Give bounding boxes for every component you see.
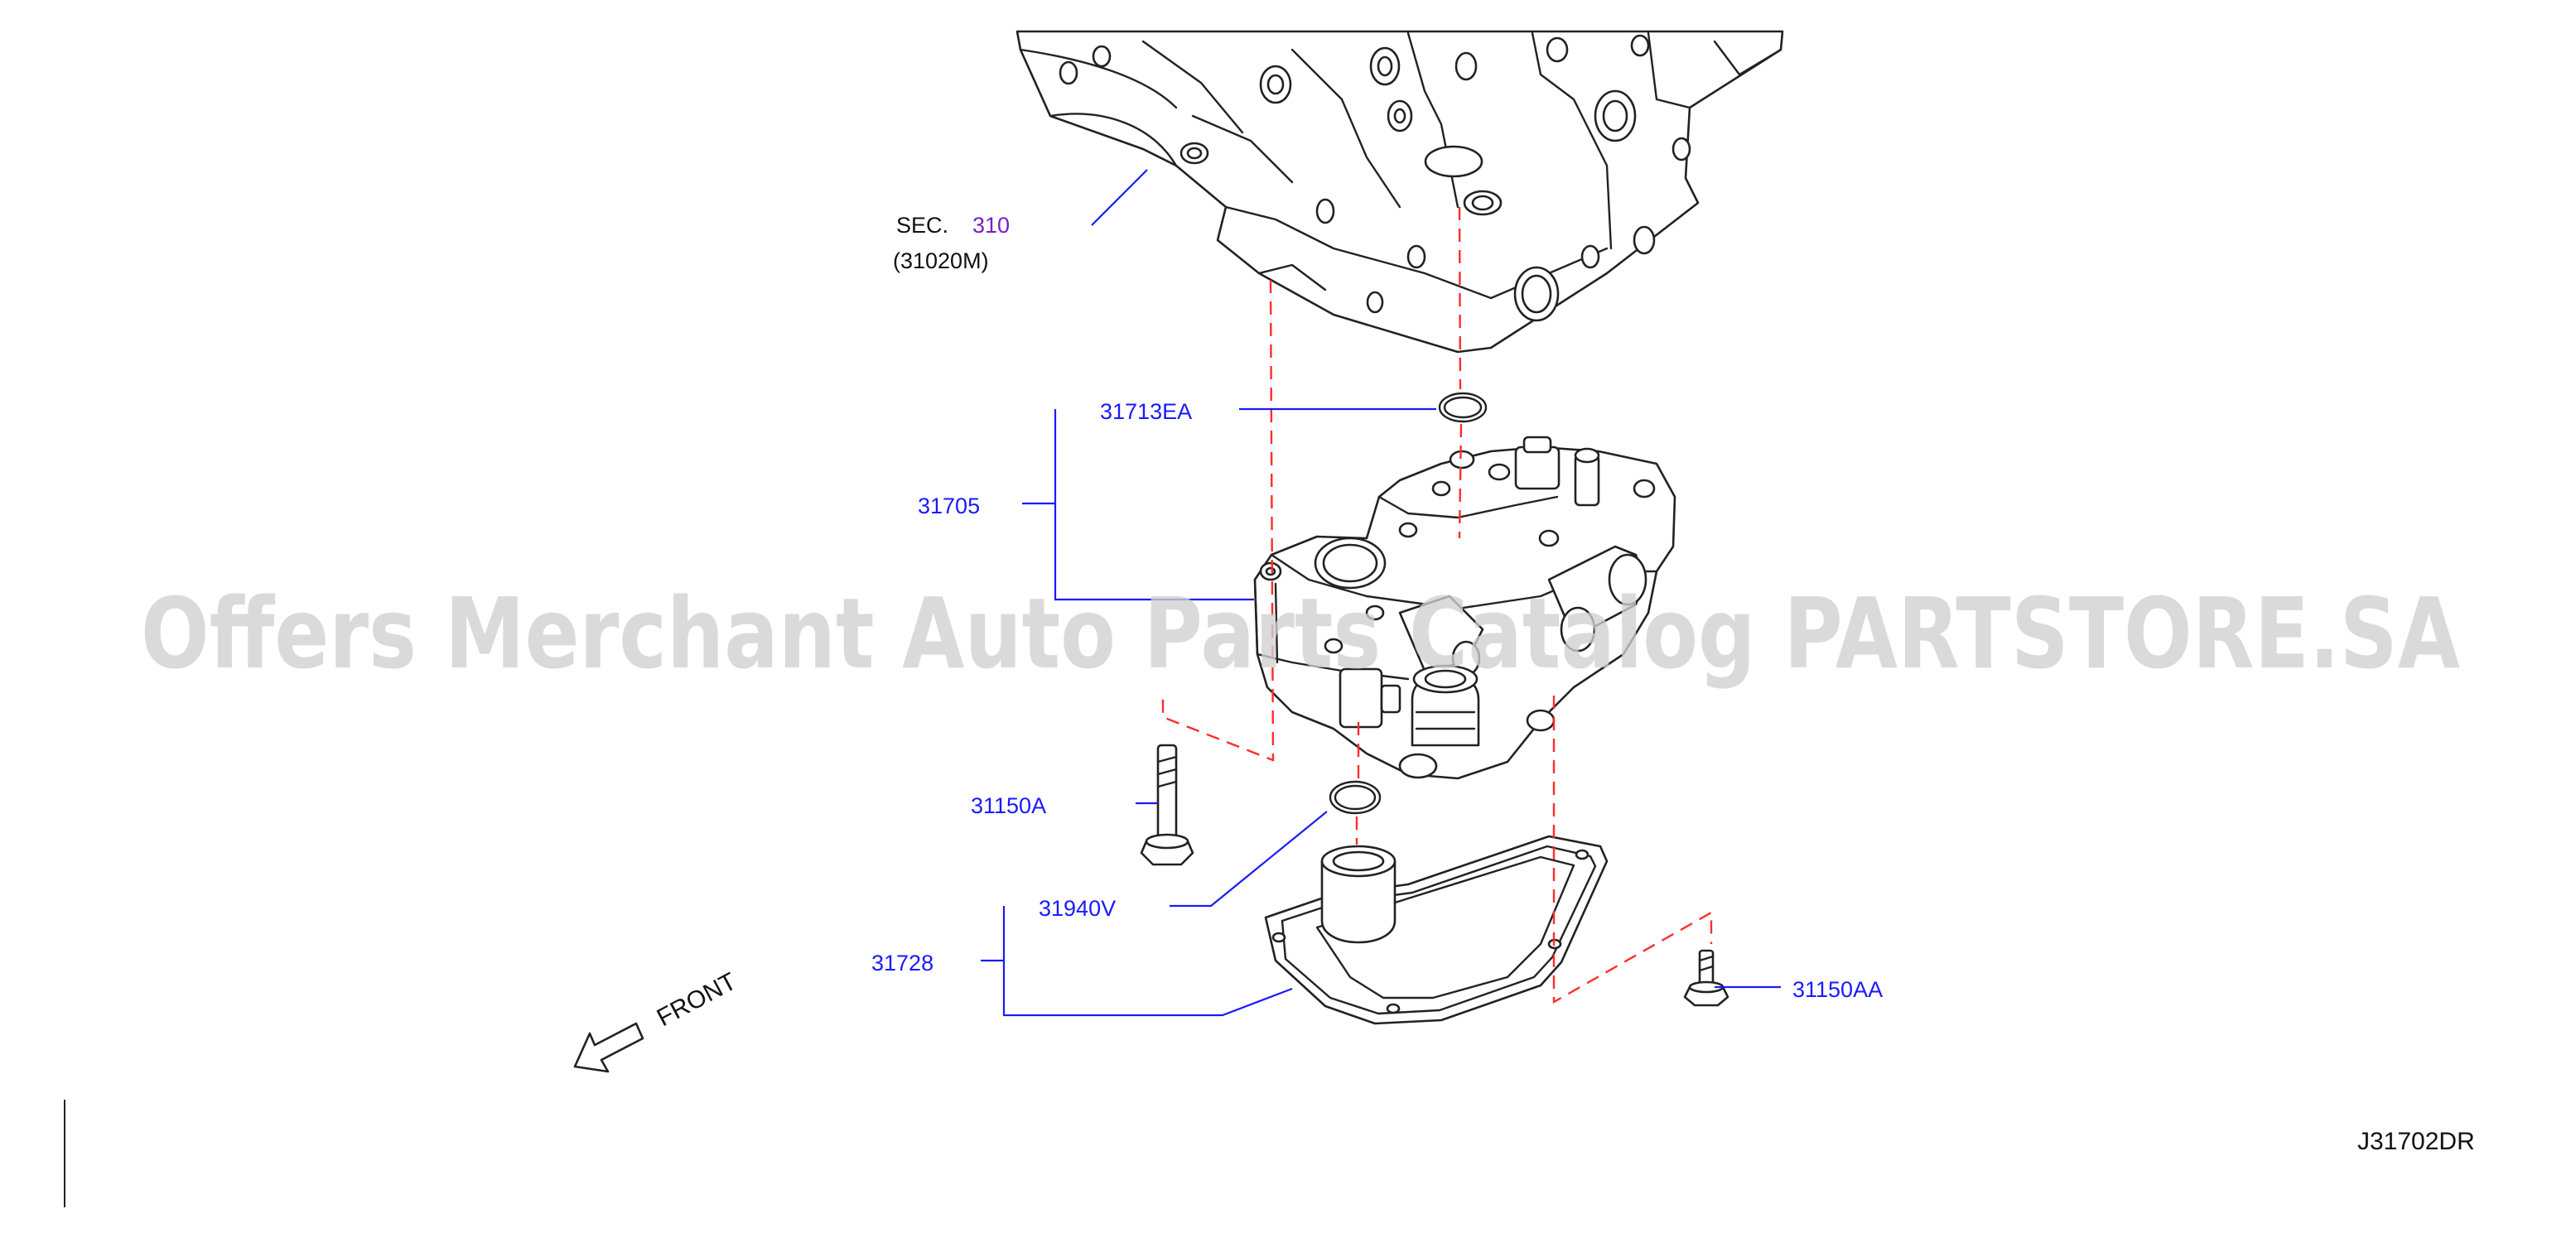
section-prefix: SEC. (896, 213, 948, 238)
watermark-text: Offers Merchant Auto Parts Catalog PARTS… (141, 576, 2460, 691)
o-ring-31940v-drawing (1329, 780, 1382, 815)
drawing-code: J31702DR (2357, 1128, 2475, 1155)
leader-lines (981, 169, 1781, 1017)
bolt-31150aa-drawing (1683, 949, 1729, 1007)
bolt-31150a-drawing (1140, 744, 1194, 866)
section-link-310[interactable]: 310 (972, 213, 1010, 238)
front-label: FRONT (653, 968, 741, 1033)
part-label-31728[interactable]: 31728 (871, 951, 933, 975)
transmission-case-drawing (1015, 30, 1784, 354)
part-label-31150a[interactable]: 31150A (971, 793, 1046, 818)
part-label-31713ea[interactable]: 31713EA (1100, 399, 1192, 424)
part-label-31705[interactable]: 31705 (918, 494, 980, 518)
oil-strainer-drawing (1264, 835, 1609, 1025)
o-ring-31713ea-drawing (1438, 392, 1488, 423)
control-valve-drawing (1253, 436, 1676, 780)
part-label-31940v[interactable]: 31940V (1039, 896, 1116, 921)
alignment-lines (1161, 206, 1713, 1004)
front-arrow-icon (573, 1022, 644, 1073)
part-label-31150aa[interactable]: 31150AA (1792, 977, 1883, 1002)
section-subcode: (31020M) (893, 248, 989, 273)
